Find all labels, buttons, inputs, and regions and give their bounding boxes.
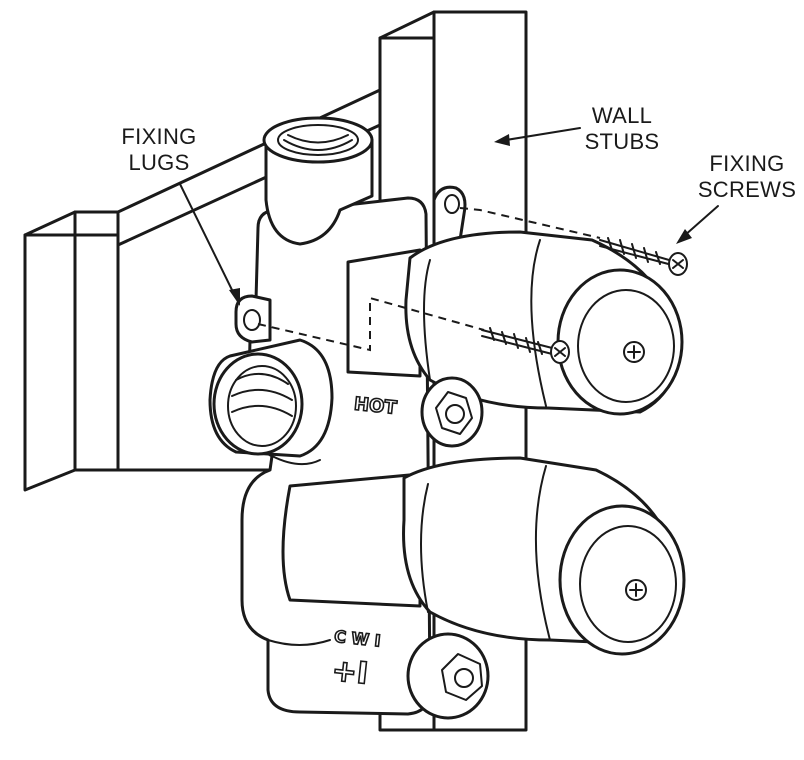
- wall-stubs-label-line2: STUBS: [584, 129, 660, 154]
- wall-stubs-label-line1: WALL: [591, 103, 653, 128]
- lower-cartridge: [281, 456, 686, 656]
- leader-fixing-screws: [676, 205, 719, 244]
- fixing-screws-label-line2: SCREWS: [697, 177, 797, 202]
- fixing-lugs-label-line1: FIXING: [121, 124, 197, 149]
- fixing-guides: [257, 207, 601, 352]
- leader-wall-stubs: [494, 127, 581, 146]
- fixing-screw-upper: [599, 237, 688, 276]
- upper-cartridge: [346, 230, 684, 416]
- top-inlet-fitting: [262, 116, 374, 246]
- left-outlet-fitting: [208, 338, 334, 458]
- fixing-screws-label-line1: FIXING: [709, 151, 785, 176]
- wall-stubs-label: WALL STUBS: [574, 103, 670, 155]
- fixing-screws-label: FIXING SCREWS: [692, 151, 802, 203]
- fixing-lugs-label: FIXING LUGS: [104, 124, 214, 176]
- fixing-lug-left: [234, 294, 272, 344]
- fixing-screw-lower: [481, 327, 570, 364]
- fixing-lugs-label-line2: LUGS: [128, 150, 190, 175]
- lower-nut: [406, 632, 490, 720]
- upper-nut: [420, 376, 484, 448]
- leader-fixing-lugs: [179, 183, 240, 306]
- fixing-lug-top: [432, 185, 467, 248]
- cold-marking-bottom: +I: [330, 653, 370, 692]
